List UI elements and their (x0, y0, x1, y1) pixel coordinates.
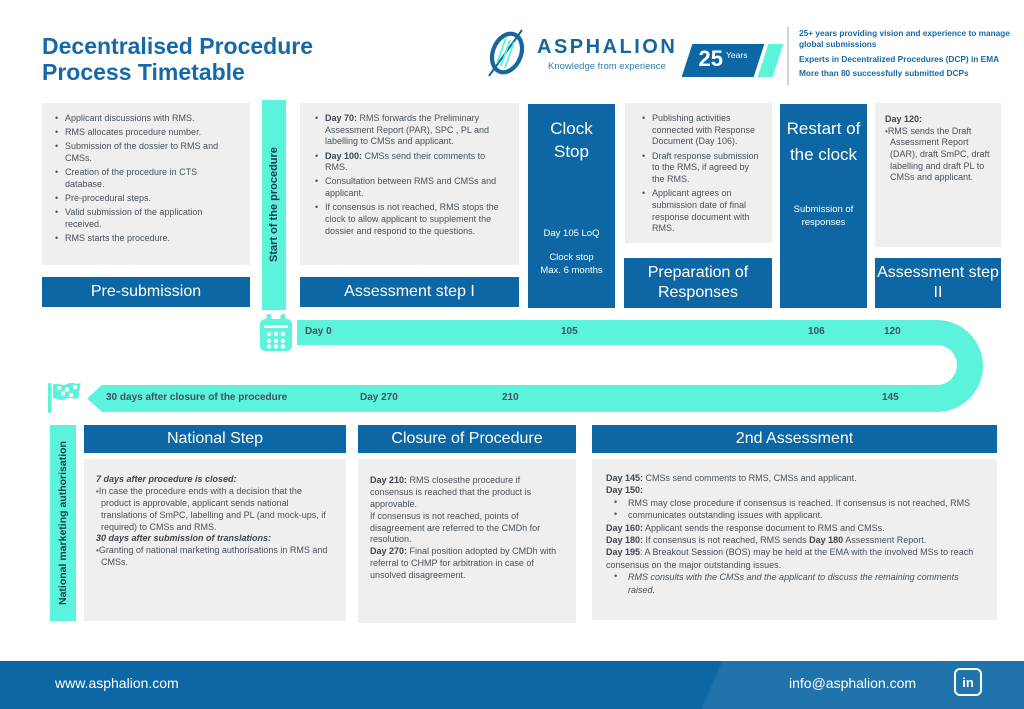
pre-submission-label: Pre-submission (42, 277, 250, 307)
preparation-responses-panel: Publishing activities connected with Res… (625, 103, 772, 243)
badge-unit: Years (726, 50, 748, 60)
years-badge: 25 Years (681, 44, 765, 77)
restart-clock-box: Restart of the clock Submission of respo… (780, 104, 867, 308)
national-marketing-bar: National marketing authorisation (50, 425, 76, 621)
national-step-p2: Granting of national marketing authorisa… (96, 545, 334, 569)
closure-item: Day 270: Final position adopted by CMDh … (370, 546, 557, 580)
assessment-line: communicates outstanding issues with app… (606, 508, 983, 521)
bullet: Day 100: CMSs send their comments to RMS… (314, 151, 509, 174)
logo-wordmark: ASPHALION (537, 36, 678, 58)
bullet: Applicant agrees on submission date of f… (641, 188, 764, 235)
assessment-line: Day 160: Applicant sends the response do… (606, 522, 885, 533)
national-step-header: National Step (84, 425, 346, 453)
assessment-line: RMS may close procedure if consensus is … (606, 496, 983, 509)
bullet: Pre-procedural steps. (54, 193, 224, 205)
pre-submission-panel: Applicant discussions with RMS. RMS allo… (42, 103, 250, 265)
assessment-line: Day 195: A Breakout Session (BOS) may be… (606, 547, 974, 570)
clock-stop-box: Clock Stop Day 105 LoQ Clock stop Max. 6… (528, 104, 615, 308)
years-badge-inner: 25 Years (687, 44, 759, 77)
national-step-panel: 7 days after procedure is closed: In cas… (84, 459, 346, 621)
claim-3: More than 80 successfully submitted DCPs (799, 68, 969, 79)
header-claims: 25+ years providing vision and experienc… (799, 28, 1013, 83)
assessment-line: Day 150: (606, 485, 644, 496)
closure-panel: Day 210: RMS closesthe procedure if cons… (358, 459, 576, 623)
claim-2: Experts in Decentralized Procedures (DCP… (799, 53, 1000, 64)
restart-clock-title: Restart of the clock (786, 119, 861, 164)
logo-tagline: Knowledge from experience (548, 61, 666, 72)
national-step-h2: 30 days after submission of translations… (96, 533, 272, 544)
bullet: Day 70: RMS forwards the Preliminary Ass… (314, 113, 509, 148)
timeline-30days-note: 30 days after closure of the procedure (106, 392, 288, 403)
national-step-p1: In case the procedure ends with a decisi… (96, 486, 334, 534)
day120-heading: Day 120: (885, 114, 923, 124)
bullet: RMS allocates procedure number. (54, 127, 224, 139)
timeline-120: 120 (884, 326, 901, 337)
assessment-line: Day 145: CMSs send comments to RMS, CMSs… (606, 473, 857, 483)
national-step-h1: 7 days after procedure is closed: (96, 474, 237, 484)
footer-email-link[interactable]: info@asphalion.com (789, 675, 917, 691)
assessment-step1-label: Assessment step I (300, 277, 519, 307)
timeline-106: 106 (808, 326, 825, 337)
timeline-day270: Day 270 (360, 392, 398, 403)
clock-stop-note1: Day 105 LoQ (543, 227, 600, 239)
assessment-line: Day 180: If consensus is not reached, RM… (606, 535, 927, 546)
bullet: Draft response submission to the RMS, if… (641, 151, 764, 186)
finish-flag-icon (48, 382, 81, 413)
assessment-step2-label: Assessment step II (875, 258, 1001, 308)
asphalion-logo-icon (488, 29, 525, 77)
preparation-responses-label: Preparation of Responses (624, 258, 772, 308)
assessment-line: RMS consults with the CMSs and the appli… (606, 570, 983, 596)
closure-item: Day 210: RMS closesthe procedure if cons… (370, 475, 532, 509)
clock-stop-note2: Clock stop Max. 6 months (540, 251, 603, 276)
badge-number: 25 (698, 46, 724, 71)
assessment-step1-bullets: Day 70: RMS forwards the Preliminary Ass… (314, 113, 509, 237)
timeline-145: 145 (882, 392, 899, 403)
preparation-responses-bullets: Publishing activities connected with Res… (641, 113, 764, 235)
pre-submission-bullets: Applicant discussions with RMS. RMS allo… (54, 113, 224, 245)
linkedin-icon[interactable]: in (954, 668, 982, 696)
page-title-line2: Process Timetable (42, 59, 245, 86)
closure-header: Closure of Procedure (358, 425, 576, 453)
calendar-icon (260, 314, 292, 351)
clock-stop-title: Clock Stop (550, 119, 593, 161)
start-of-procedure-bar: Start of the procedure (262, 100, 286, 310)
day120-bullet: RMS sends the Draft Assessment Report (D… (885, 126, 993, 184)
bullet: RMS starts the procedure. (54, 233, 224, 245)
bullet: Creation of the procedure in CTS databas… (54, 167, 224, 190)
page-title: Decentralised Procedure Process Timetabl… (42, 33, 313, 85)
bullet: If consensus is not reached, RMS stops t… (314, 202, 509, 237)
bullet: Publishing activities connected with Res… (641, 113, 764, 148)
timeline-210: 210 (502, 392, 519, 403)
footer-bar (0, 661, 1024, 709)
assessment-step2-panel: Day 120: RMS sends the Draft Assessment … (875, 103, 1001, 247)
page-title-line1: Decentralised Procedure (42, 33, 314, 59)
header-divider (787, 27, 789, 85)
timeline-105: 105 (561, 326, 578, 337)
timeline-arrow (87, 320, 983, 412)
claim-1: 25+ years providing vision and experienc… (799, 28, 1010, 49)
restart-clock-subtitle: Submission of responses (793, 204, 854, 228)
timeline-day0: Day 0 (305, 326, 332, 337)
bullet: Submission of the dossier to RMS and CMS… (54, 141, 224, 164)
closure-item: If consensus is not reached, points of d… (370, 510, 541, 545)
bullet: Applicant discussions with RMS. (54, 113, 224, 125)
bullet: Valid submission of the application rece… (54, 207, 224, 230)
assessment-step1-panel: Day 70: RMS forwards the Preliminary Ass… (300, 103, 519, 265)
second-assessment-panel: Day 145: CMSs send comments to RMS, CMSs… (592, 459, 997, 620)
bullet: Consultation between RMS and CMSs and ap… (314, 176, 509, 199)
footer-website-link[interactable]: www.asphalion.com (55, 675, 179, 691)
second-assessment-header: 2nd Assessment (592, 425, 997, 453)
